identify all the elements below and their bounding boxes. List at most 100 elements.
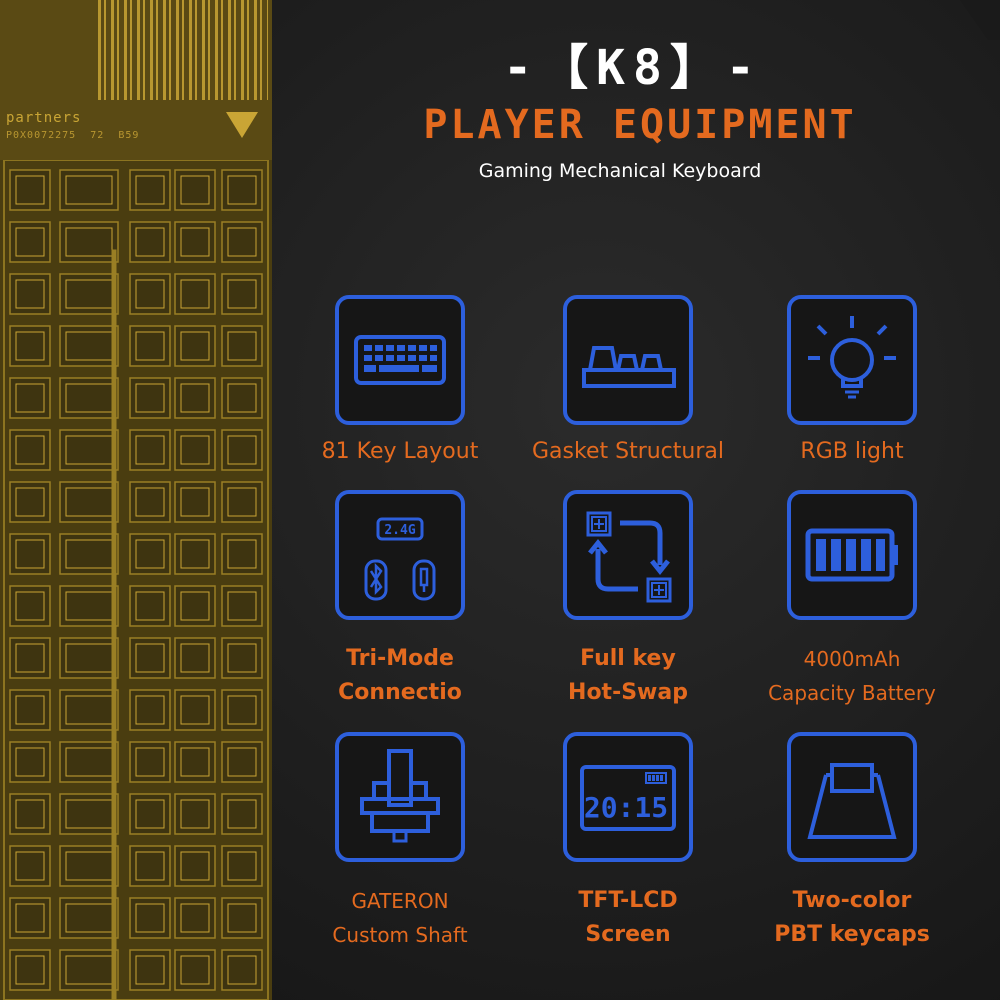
feature-tft-lcd: 20:15 TFT-LCD Screen (518, 732, 738, 972)
switch-shaft-icon (335, 732, 465, 862)
keycap (227, 279, 257, 309)
keycap (129, 169, 171, 211)
keycap (180, 279, 210, 309)
keycap (15, 591, 45, 621)
keycap (15, 175, 45, 205)
keycap (174, 949, 216, 991)
keycap (180, 227, 210, 257)
keycap (59, 481, 119, 523)
keycap (174, 481, 216, 523)
feature-label-line2: Hot-Swap (568, 680, 688, 705)
keycap (9, 897, 51, 939)
keycap (135, 487, 165, 517)
keycap (15, 227, 45, 257)
keycap (9, 793, 51, 835)
feature-tri-mode: 2.4G Tri-Mode Connectio (290, 490, 510, 730)
keycap (135, 955, 165, 985)
keycap (129, 325, 171, 367)
keycap (227, 331, 257, 361)
keyboard-keys-graphic (3, 160, 269, 1000)
keycap (135, 383, 165, 413)
keycap (111, 249, 117, 1000)
keycap (174, 221, 216, 263)
keycap (9, 169, 51, 211)
keycap (59, 793, 119, 835)
triangle-mark-icon (226, 112, 258, 138)
keycap (129, 949, 171, 991)
feature-81-key-layout: 81 Key Layout (290, 295, 510, 535)
feature-label-line1: Full key (580, 646, 676, 671)
keycap (59, 377, 119, 419)
keycap (59, 169, 119, 211)
feature-label-line1: Two-color (792, 888, 912, 913)
keycap (221, 481, 263, 523)
keycap (129, 221, 171, 263)
keycap (59, 221, 119, 263)
keycap (221, 897, 263, 939)
keycap (9, 325, 51, 367)
keyboard-icon (335, 295, 465, 425)
keycap (227, 695, 257, 725)
keycap (129, 377, 171, 419)
keycap (221, 949, 263, 991)
keycap (59, 845, 119, 887)
keycap (180, 799, 210, 829)
feature-pbt-keycaps: Two-color PBT keycaps (742, 732, 962, 972)
keycap (135, 175, 165, 205)
keycap (135, 903, 165, 933)
keycap (9, 585, 51, 627)
keycap (180, 643, 210, 673)
keycap (135, 279, 165, 309)
keycap (15, 279, 45, 309)
keycap (227, 799, 257, 829)
keycap (15, 903, 45, 933)
keycap (180, 435, 210, 465)
keycap (59, 741, 119, 783)
keycap (129, 793, 171, 835)
feature-label-line1: GATERON (351, 889, 449, 913)
keycap (129, 897, 171, 939)
wireless-modes-icon: 2.4G (335, 490, 465, 620)
keycap (180, 383, 210, 413)
keycap (129, 637, 171, 679)
keycap (180, 955, 210, 985)
keycap (221, 689, 263, 731)
keycap (227, 903, 257, 933)
feature-label-line1: 4000mAh (803, 647, 901, 671)
keycap (180, 903, 210, 933)
keycap (59, 429, 119, 471)
feature-rgb-light: RGB light (742, 295, 962, 535)
keycap (221, 533, 263, 575)
keycap (227, 383, 257, 413)
keycap (59, 325, 119, 367)
keycap (59, 585, 119, 627)
keycap (15, 851, 45, 881)
keycap (174, 741, 216, 783)
keycap (9, 949, 51, 991)
corner-decoration (960, 0, 1000, 40)
keycap-profile-icon (787, 732, 917, 862)
product-title: -【K8】- (503, 40, 763, 96)
keycap (221, 169, 263, 211)
keycap (9, 637, 51, 679)
keycap (180, 539, 210, 569)
keycap (59, 689, 119, 731)
keycap (174, 637, 216, 679)
feature-label: RGB light (800, 439, 904, 464)
keycap (221, 741, 263, 783)
keycap (9, 741, 51, 783)
feature-label-line2: Connectio (338, 680, 462, 705)
keycap (15, 487, 45, 517)
keyboard-brand-text: partners (6, 110, 82, 126)
keycap (221, 377, 263, 419)
keycap (174, 793, 216, 835)
keycap (221, 429, 263, 471)
keycap (174, 325, 216, 367)
keycap (221, 273, 263, 315)
keycap (129, 741, 171, 783)
keycap (174, 845, 216, 887)
keycap (135, 643, 165, 673)
feature-hot-swap: Full key Hot-Swap (518, 490, 738, 730)
feature-label-line2: Capacity Battery (768, 681, 936, 705)
keycap (129, 429, 171, 471)
